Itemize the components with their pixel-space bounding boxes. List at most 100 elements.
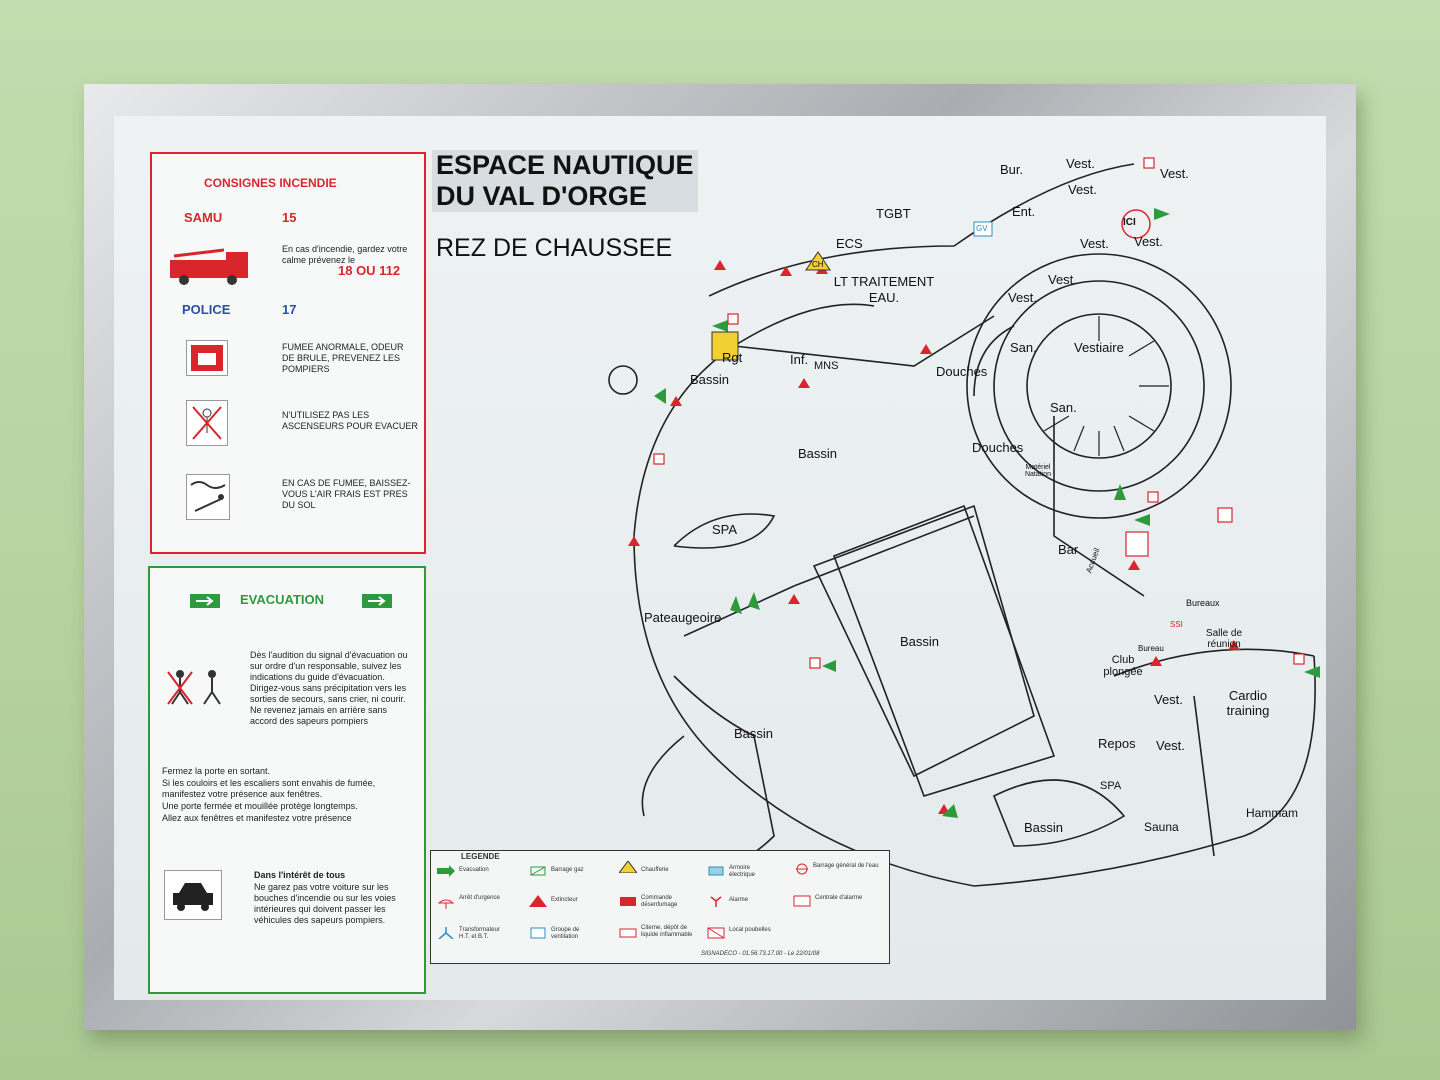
ventilation-gv-icon — [973, 221, 993, 237]
alarm-icon — [710, 896, 722, 907]
room-hammam: Hammam — [1246, 806, 1299, 820]
ici-you-are-here-marker — [1121, 209, 1151, 239]
elevator-warning-text: N'UTILISEZ PAS LES ASCENSEURS POUR EVACU… — [282, 410, 418, 431]
room-sauna: Sauna — [1144, 820, 1179, 834]
telephone-icon — [186, 340, 228, 376]
legend-poubelles: Local poubelles — [729, 927, 771, 933]
extinguisher-icon — [529, 895, 547, 907]
locker-rows — [1043, 316, 1169, 456]
legend-water: Barrage général de l'eau — [813, 863, 879, 869]
room-spa-2: SPA — [1100, 780, 1122, 792]
room-ch: CH — [812, 260, 824, 269]
alarm-markers — [653, 157, 1305, 669]
extinguisher-markers — [628, 260, 1240, 814]
boiler-icon — [805, 251, 831, 271]
room-bassin-1: Bassin — [798, 446, 838, 461]
legend-gas: Barrage gaz — [551, 867, 584, 873]
ssi-marker: SSI — [1170, 620, 1183, 629]
yellow-room-fill — [711, 331, 739, 361]
legend-evacuation: Evacuation — [459, 867, 489, 873]
ventilation-icon — [530, 927, 546, 939]
room-ent: Ent. — [1012, 204, 1036, 219]
floor-plan — [608, 157, 1320, 887]
room-bur: Bur. — [1000, 162, 1024, 177]
plan-title: ESPACE NAUTIQUE DU VAL D'ORGE — [432, 150, 698, 212]
evacuation-arrow-icon — [437, 865, 455, 877]
room-tgbt: TGBT — [876, 206, 911, 221]
room-accueil: Accueil — [1084, 546, 1102, 575]
plan-title-line-1: ESPACE NAUTIQUE — [432, 150, 698, 181]
evacuation-panel: EVACUATION Dès l'audition du signal d'év… — [148, 566, 426, 994]
room-labels: ICI Bur. Vest. Vest. Vest. Ent. TGBT GV … — [114, 116, 1326, 1000]
samu-label: SAMU — [184, 210, 223, 225]
evac-bullet-4: Allez aux fenêtres et manifestez votre p… — [162, 813, 352, 823]
evac-bullet-2: Si les couloirs et les escaliers sont en… — [162, 778, 376, 799]
parking-heading: Dans l'intérêt de tous — [254, 870, 346, 880]
no-parking-car-icon — [164, 870, 222, 920]
room-vestiaire: Vestiaire — [1074, 340, 1124, 355]
police-number: 17 — [282, 302, 297, 317]
fuel-tank-icon — [619, 928, 637, 938]
legend-centrale: Centrale d'alarme — [815, 895, 863, 901]
room-vest-7: Vest. — [1008, 290, 1037, 305]
fire-truck-icon — [170, 248, 248, 285]
room-vest-6: Vest. — [1048, 272, 1077, 287]
room-inf: Inf. — [790, 352, 809, 367]
transformer-icon — [438, 927, 454, 939]
room-vest-1: Vest. — [1066, 156, 1095, 171]
samu-number: 15 — [282, 210, 297, 225]
green-arrow-icon — [190, 594, 220, 608]
room-san-1: San. — [1010, 340, 1037, 355]
room-douches-1: Douches — [936, 364, 988, 379]
emergency-stop-icon — [437, 899, 455, 909]
legend-armoire: Armoire électrique — [729, 865, 756, 878]
police-label: POLICE — [182, 302, 231, 317]
legend-footer: SIGNADECO - 01.56.73.17.00 - Le 22/01/08 — [701, 951, 820, 957]
crawl-smoke-icon — [186, 474, 230, 520]
room-douches-2: Douches — [972, 440, 1024, 455]
room-vest-8: Vest. — [1154, 692, 1183, 707]
room-materiel-natation: Matériel Natation — [1024, 464, 1052, 478]
floor-subtitle: REZ DE CHAUSSEE — [436, 234, 673, 262]
room-lt-traitement: LT TRAITEMENT EAU. — [833, 274, 935, 305]
room-rgt: Rgt — [722, 350, 743, 365]
room-bar: Bar — [1058, 542, 1079, 557]
evacuation-plan-sheet: CONSIGNES INCENDIE SAMU 15 En cas d'ince… — [114, 116, 1326, 1000]
legend-arret: Arrêt d'urgence — [459, 895, 500, 901]
room-mns: MNS — [814, 360, 839, 372]
room-spa-1: SPA — [712, 522, 738, 537]
plan-title-line-2: DU VAL D'ORGE — [432, 181, 698, 212]
alarm-central-icon — [793, 895, 811, 907]
smoke-warning-text: FUMEE ANORMALE, ODEUR DE BRULE, PREVENEZ… — [282, 342, 404, 374]
room-bassin-3: Bassin — [734, 726, 774, 741]
legend-desenfumage: Commande désenfumage — [641, 895, 678, 908]
evacuation-instructions: Dès l'audition du signal d'évacuation ou… — [250, 650, 408, 726]
no-elevator-icon — [186, 400, 228, 446]
legend-citerne: Citerne, dépôt de liquide inflammable — [641, 925, 693, 938]
legend-chaufferie: Chaufferie — [641, 867, 669, 873]
fire-emergency-number: 18 OU 112 — [338, 263, 401, 278]
room-gv: GV — [976, 224, 988, 233]
room-vest-5: Vest. — [1134, 234, 1163, 249]
legend-extincteur: Extincteur — [551, 897, 578, 903]
boiler-room-icon — [619, 861, 637, 873]
gas-shutoff-icon — [530, 866, 546, 876]
room-san-2: San. — [1050, 400, 1077, 415]
evac-bullet-3: Une porte fermée et mouillée protège lon… — [162, 801, 358, 811]
room-cardio-training: Cardio training — [1226, 688, 1270, 718]
fire-call-text: En cas d'incendie, gardez votre calme pr… — [282, 244, 408, 265]
room-vest-9: Vest. — [1156, 738, 1185, 753]
room-ecs: ECS — [836, 236, 863, 251]
legend-alarme: Alarme — [729, 897, 749, 903]
electrical-cabinet-icon — [708, 866, 724, 876]
smoke-control-icon — [620, 897, 636, 906]
trash-room-icon — [707, 927, 725, 939]
room-vest-4: Vest. — [1080, 236, 1109, 251]
floor-plan-walls — [608, 163, 1316, 887]
do-not-run-icon — [167, 670, 221, 705]
evacuation-arrows — [654, 208, 1320, 818]
room-bureau: Bureau — [1138, 644, 1164, 653]
room-bassin-2: Bassin — [900, 634, 940, 649]
fire-panel-heading: CONSIGNES INCENDIE — [204, 176, 337, 190]
room-salle-reunion: Salle de réunion — [1205, 628, 1243, 650]
